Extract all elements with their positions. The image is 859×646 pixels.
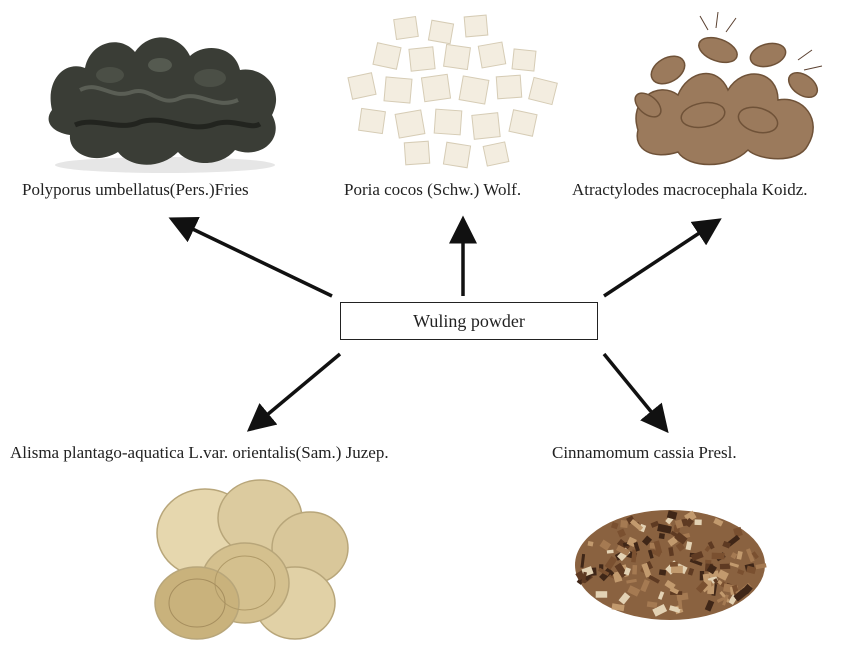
arrow-to-atractylodes bbox=[604, 224, 713, 296]
arrow-to-cinnamomum bbox=[604, 354, 662, 425]
center-label: Wuling powder bbox=[413, 311, 525, 332]
arrow-to-polyporus bbox=[178, 222, 332, 296]
center-node-wuling-powder: Wuling powder bbox=[340, 302, 598, 340]
arrow-to-alisma bbox=[255, 354, 340, 425]
